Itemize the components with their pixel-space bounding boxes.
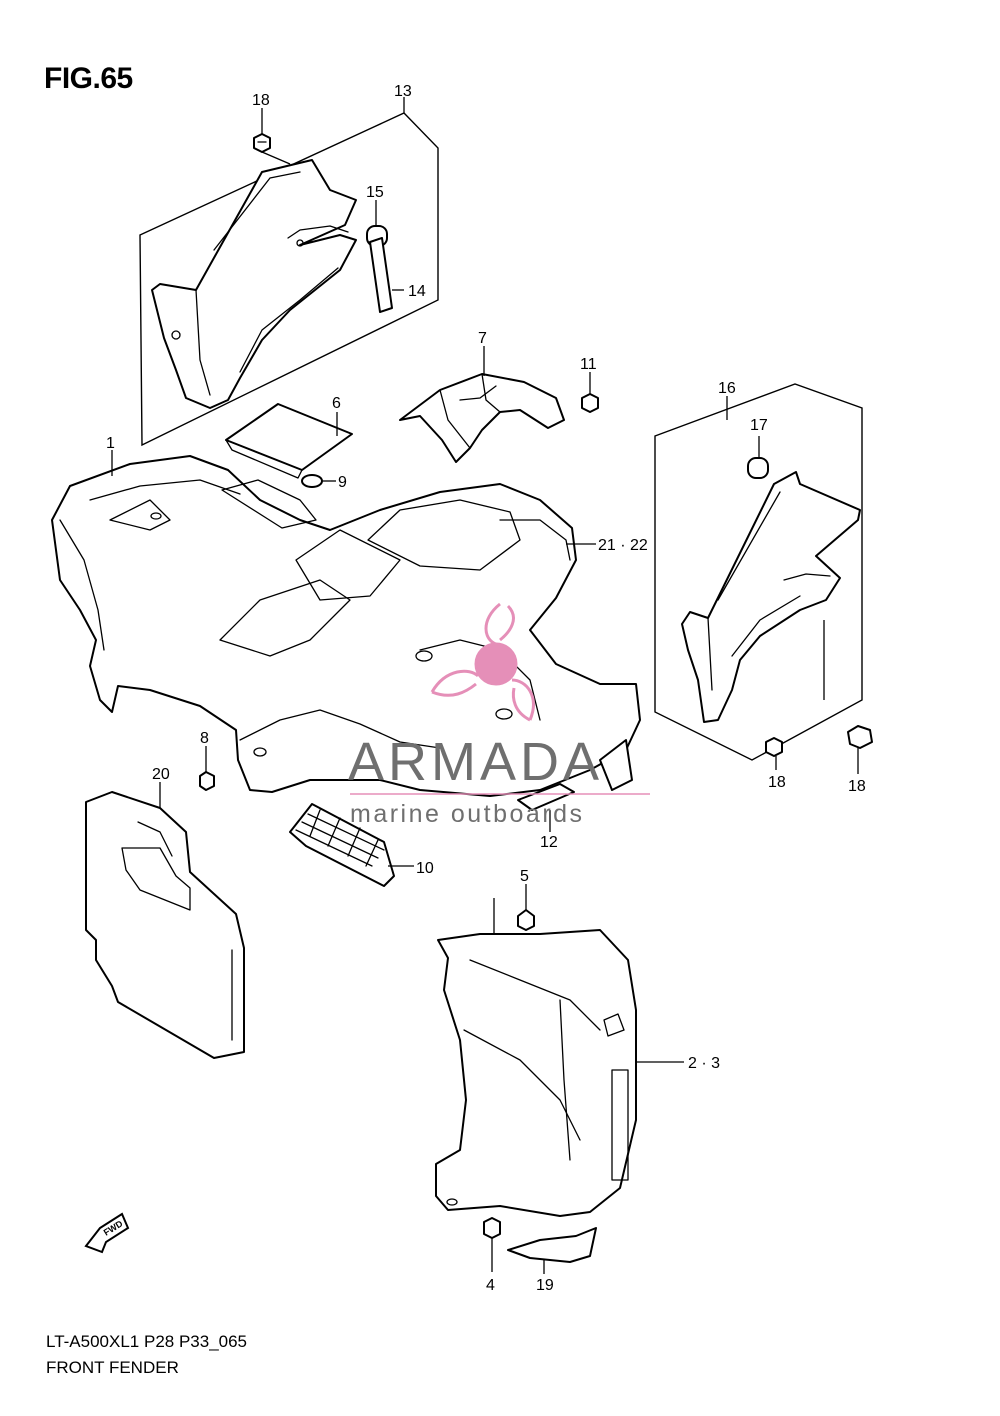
part-17-grommet	[747, 436, 769, 479]
part-13-upper-edge	[213, 171, 301, 251]
callout-10: 10	[416, 860, 434, 877]
part-9-cushion	[301, 474, 336, 488]
part-1-hole-c	[253, 747, 267, 757]
callout-9: 9	[338, 474, 347, 491]
part-18-screw-top	[253, 108, 291, 165]
part-1-upper-well	[295, 529, 401, 601]
callout-15: 15	[366, 184, 384, 201]
part-13-group-box	[139, 112, 439, 447]
part-1-dash-opening	[367, 499, 521, 571]
part-1-hole-b	[495, 708, 513, 720]
part-13-mount-hole	[171, 330, 181, 340]
callout-20: 20	[152, 766, 170, 783]
part-16-tab	[783, 573, 831, 581]
watermark-brand: ARMADA	[348, 732, 603, 792]
part-11-screw	[581, 372, 599, 413]
callout-19: 19	[536, 1277, 554, 1294]
callout-11: 11	[580, 356, 597, 373]
callout-6: 6	[332, 395, 341, 412]
part-1-left-rib	[59, 519, 105, 651]
part-16-edge	[717, 491, 781, 601]
part-13-inner-panel-left	[139, 112, 439, 447]
figure-title: FIG.65	[44, 62, 133, 95]
callout-17: 17	[750, 417, 768, 434]
callout-1: 1	[106, 435, 115, 452]
part-1-bracket	[599, 739, 633, 791]
part-8-screw	[199, 746, 215, 791]
callout-8: 8	[200, 730, 209, 747]
part-6-lid	[225, 403, 353, 479]
part-1-lid-seat	[221, 479, 317, 529]
part-20-mud-guard-sheet	[85, 782, 245, 1059]
part-1-hole-a	[415, 650, 433, 662]
callout-16: 16	[718, 380, 736, 397]
part-18-screw-mid	[765, 737, 783, 770]
figure-caption: FRONT FENDER	[46, 1358, 179, 1377]
part-16-inner-panel-right	[654, 383, 863, 761]
callout-13: 13	[394, 83, 412, 100]
callout-2-3: 2 · 3	[688, 1055, 720, 1072]
part-19-trim	[507, 1227, 597, 1274]
part-16-fold	[707, 617, 713, 691]
part-16-group-box	[654, 383, 863, 761]
part-1-hole-d	[150, 512, 162, 520]
callout-21-22: 21 · 22	[598, 537, 648, 554]
callout-14: 14	[408, 283, 426, 300]
part-10-mesh-grille	[289, 803, 414, 887]
part-2-3-inner-fender	[435, 929, 684, 1217]
part-4-screw	[483, 1217, 501, 1272]
callout-18-top: 18	[252, 92, 270, 109]
part-13-panel-body	[151, 159, 357, 409]
part-13-mount-hole-2	[296, 239, 304, 247]
forward-direction-marker: FWD	[84, 1212, 130, 1254]
model-code: LT-A500XL1 P28 P33_065	[46, 1332, 248, 1351]
part-1-lower-edge	[239, 709, 441, 749]
callout-7: 7	[478, 330, 487, 347]
callout-12: 12	[540, 834, 558, 851]
part-1-storage-well	[219, 579, 351, 657]
part-13-fold-line	[195, 289, 211, 396]
callout-5: 5	[520, 868, 529, 885]
watermark-tagline: marine outboards	[350, 800, 585, 828]
part-18-screw-right	[823, 620, 873, 774]
part-12-pad	[517, 783, 575, 832]
callout-18-right: 18	[848, 778, 866, 795]
part-14-cushion-strip	[369, 237, 404, 313]
armada-logo-icon	[430, 602, 535, 722]
part-13-rib	[239, 267, 339, 373]
part-1-decal-area	[499, 519, 571, 561]
part-1-front-fender	[51, 455, 641, 797]
part-1-left-recess	[109, 499, 171, 531]
part-16-rib	[731, 595, 801, 657]
part-16-panel-body	[681, 471, 861, 723]
callout-4: 4	[486, 1277, 495, 1294]
part-1-left-panel	[89, 479, 241, 501]
part-7-center-cover	[399, 346, 565, 463]
part-13-tab	[287, 225, 349, 239]
callout-18-mid: 18	[768, 774, 786, 791]
armada-watermark: ARMADA marine outboards	[348, 602, 650, 828]
